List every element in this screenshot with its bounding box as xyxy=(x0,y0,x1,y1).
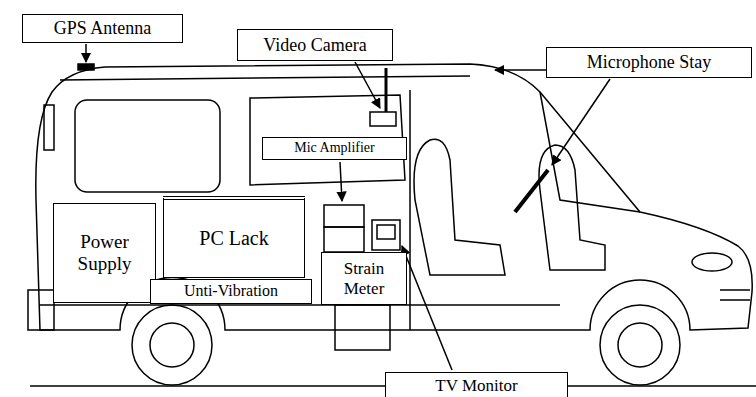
rear-window xyxy=(75,100,220,192)
headlight xyxy=(692,253,732,271)
leader-line xyxy=(402,246,452,370)
front-hub xyxy=(618,323,662,367)
floor-line xyxy=(40,304,560,306)
rear-light xyxy=(44,105,54,150)
rear-hub xyxy=(150,323,194,367)
leader-line xyxy=(85,44,87,62)
box-label: Mic Amplifier xyxy=(294,140,375,156)
front-seat xyxy=(539,145,605,270)
microphone-stay xyxy=(515,170,548,212)
front-door-window xyxy=(540,92,640,212)
rear-bumper xyxy=(28,290,54,330)
video-camera xyxy=(370,112,396,126)
rear-wheel xyxy=(132,305,212,385)
box-label: Power Supply xyxy=(54,231,155,275)
van-body xyxy=(36,64,752,330)
box-label: PC Lack xyxy=(199,227,268,250)
callout-box: GPS Antenna xyxy=(22,14,183,43)
callout-box: Microphone Stay xyxy=(546,47,752,78)
leader-line xyxy=(340,162,342,201)
box-label: Microphone Stay xyxy=(587,52,711,73)
leader-line xyxy=(552,79,610,165)
callout-box: TV Monitor xyxy=(385,372,568,397)
tv-monitor-screen xyxy=(377,225,395,239)
leader-line xyxy=(355,62,380,108)
equipment-box: PC Lack xyxy=(163,196,305,278)
tv-monitor-unit xyxy=(372,220,400,250)
camera-mount xyxy=(385,68,388,112)
equipment-box: Unti-Vibration xyxy=(150,279,312,304)
box-label: Strain Meter xyxy=(322,259,406,298)
equipment-box: Strain Meter xyxy=(321,252,407,305)
equipment-box: Power Supply xyxy=(53,203,156,303)
box-label: Video Camera xyxy=(263,35,366,56)
roof-rail xyxy=(60,76,470,80)
mic-amplifier-unit xyxy=(324,227,364,252)
box-label: Unti-Vibration xyxy=(184,282,278,300)
rear-seat xyxy=(414,139,505,275)
callout-box: Mic Amplifier xyxy=(262,137,407,160)
box-label: GPS Antenna xyxy=(54,18,152,39)
box-label: TV Monitor xyxy=(435,376,517,396)
callout-box: Video Camera xyxy=(237,29,393,61)
gps-antenna xyxy=(78,64,94,70)
grille xyxy=(720,290,750,300)
under-floor-box xyxy=(335,305,390,350)
mic-amplifier-unit xyxy=(324,205,364,227)
front-wheel xyxy=(600,305,680,385)
door-line xyxy=(409,90,411,330)
